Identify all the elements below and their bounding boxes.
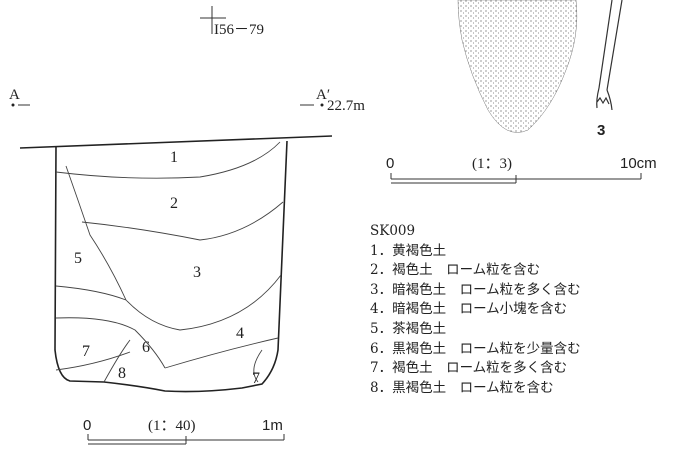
layer-boundary-3-4: [125, 274, 282, 331]
section-point-a-dot: [11, 103, 15, 107]
artifact-scale-bar: [390, 173, 642, 184]
artifact-scale-ratio: (1：3): [472, 156, 512, 172]
layer-number-5: 5: [74, 250, 82, 267]
layer-boundary-2-5: [65, 165, 127, 301]
section-point-a-label: A: [9, 87, 20, 103]
layer-boundary-right-7: [253, 349, 263, 383]
legend-layer-5: 5．茶褐色土: [370, 320, 447, 337]
artifact-stone-drawing: [457, 0, 578, 133]
ground-surface-line: [19, 135, 333, 149]
legend-layer-7: 7．褐色土 ローム粒を多く含む: [370, 360, 568, 377]
layer-number-2: 2: [170, 195, 178, 212]
pit-scale-ratio: (1：40): [148, 418, 196, 434]
layer-boundary-1-2: [55, 141, 281, 179]
grid-marker-label: I56－79: [214, 22, 264, 38]
legend-layer-2: 2．褐色土 ローム粒を含む: [370, 262, 541, 279]
elevation-label: 22.7m: [327, 98, 365, 114]
layer-number-1: 1: [170, 149, 178, 166]
legend-layer-3: 3．暗褐色土 ローム粒を多く含む: [370, 281, 581, 298]
legend-layer-4: 4．暗褐色土 ローム小塊を含む: [370, 301, 568, 318]
pit-scale-end: 1m: [262, 417, 283, 434]
artifact-3-drawing: [596, 0, 623, 111]
legend-layer-1: 1．黄褐色土: [370, 242, 447, 259]
layer-boundary-6-7: [103, 339, 131, 383]
layer-number-7-right: 7: [252, 370, 260, 387]
legend-layer-6: 6．黒褐色土 ローム粒を少量含む: [370, 340, 581, 357]
layer-legend: SK009 1．黄褐色土 2．褐色土 ローム粒を含む 3．暗褐色土 ローム粒を多…: [370, 222, 670, 398]
artifact-scale-start: 0: [386, 155, 394, 172]
layer-number-7-left: 7: [82, 343, 90, 360]
layer-boundaries: [55, 141, 284, 383]
pit-scale-bar: [87, 434, 285, 445]
artifact-number: 3: [597, 122, 605, 139]
feature-id: SK009: [370, 223, 416, 239]
legend-layer-8: 8．黒褐色土 ローム粒を含む: [370, 379, 554, 396]
section-point-a-prime-label: A′: [316, 87, 330, 103]
layer-boundary-4-6: [164, 337, 279, 369]
pit-outline: [54, 140, 288, 393]
layer-number-8: 8: [118, 365, 126, 382]
section-point-a-prime-dot: [320, 103, 324, 107]
layer-boundary-5-6: [55, 317, 166, 369]
grid-cross-marker: [200, 6, 226, 34]
layer-number-4: 4: [236, 325, 244, 342]
layer-boundary-3-5: [55, 285, 127, 301]
layer-boundary-2-3: [81, 201, 284, 241]
artifact-scale-end: 10cm: [620, 155, 657, 172]
pit-scale-start: 0: [83, 417, 91, 434]
layer-number-6: 6: [142, 339, 150, 356]
layer-number-3: 3: [193, 264, 201, 281]
layer-boundary-7-8: [55, 351, 131, 371]
